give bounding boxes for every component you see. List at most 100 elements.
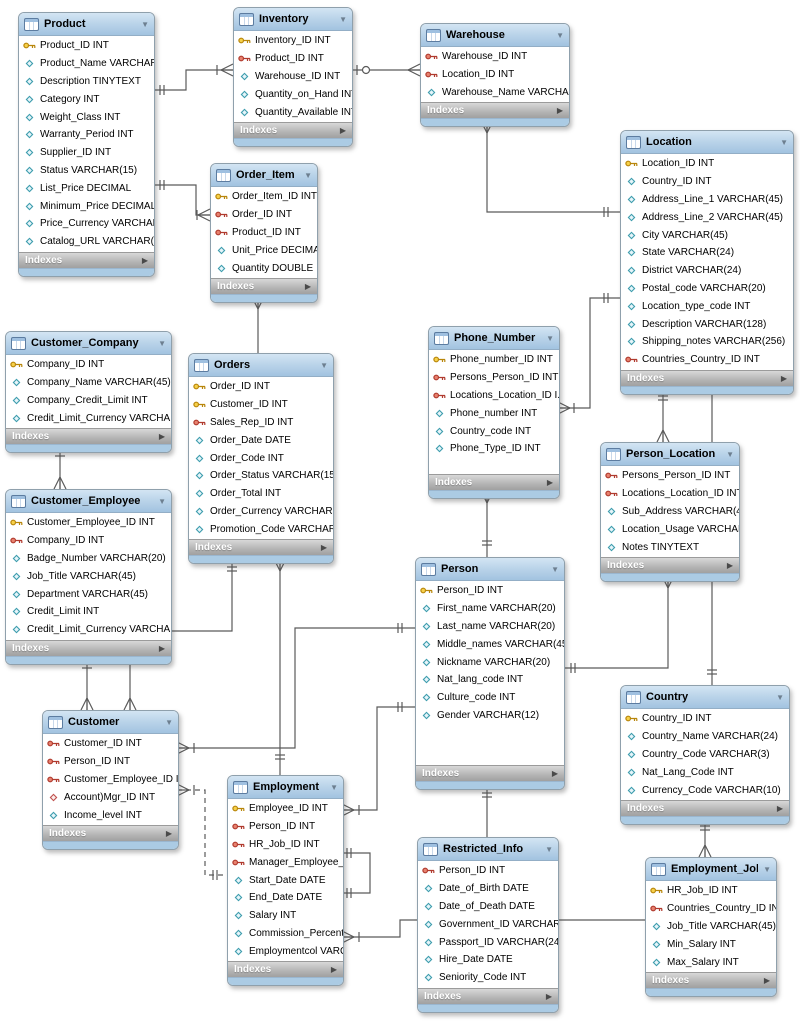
field-row[interactable]: List_Price DECIMAL [19, 179, 154, 197]
field-row[interactable]: Order_Total INT [189, 485, 333, 503]
field-row[interactable]: Sub_Address VARCHAR(45) [601, 503, 739, 521]
field-row[interactable]: Product_Name VARCHAR(45) [19, 55, 154, 73]
field-row[interactable]: Credit_Limit_Currency VARCHAR(5) [6, 409, 171, 427]
field-row[interactable]: Person_ID INT [418, 862, 558, 880]
field-row[interactable]: Order_Status VARCHAR(15) [189, 467, 333, 485]
field-row[interactable]: Minimum_Price DECIMAL [19, 197, 154, 215]
field-row[interactable]: Persons_Person_ID INT [429, 369, 559, 387]
table-employment_jobs[interactable]: Employment_Jobs▼HR_Job_ID INTCountries_C… [645, 857, 777, 997]
field-row[interactable]: Price_Currency VARCHAR(5) [19, 215, 154, 233]
field-row[interactable]: Passport_ID VARCHAR(24) [418, 933, 558, 951]
indexes-section[interactable]: Indexes▶ [646, 971, 776, 988]
field-row[interactable]: Location_type_code INT [621, 297, 793, 315]
collapse-arrow-icon[interactable]: ▼ [141, 19, 149, 29]
field-row[interactable]: Company_Name VARCHAR(45) [6, 374, 171, 392]
expand-icon[interactable]: ▶ [339, 125, 346, 135]
field-row[interactable]: Quantity_Available INT [234, 103, 352, 121]
expand-icon[interactable]: ▶ [763, 975, 770, 985]
field-row[interactable]: Persons_Person_ID INT [601, 467, 739, 485]
field-row[interactable]: Employee_ID INT [228, 800, 343, 818]
field-row[interactable]: Person_ID INT [228, 818, 343, 836]
collapse-arrow-icon[interactable]: ▼ [330, 782, 338, 792]
indexes-section[interactable]: Indexes▶ [189, 539, 333, 556]
field-row[interactable]: Location_Usage VARCHAR(4... [601, 520, 739, 538]
field-row[interactable]: Location_ID INT [621, 155, 793, 173]
relationship-line[interactable] [153, 184, 210, 216]
field-row[interactable]: Product_ID INT [234, 50, 352, 68]
collapse-arrow-icon[interactable]: ▼ [780, 137, 788, 147]
field-row[interactable]: Quantity_on_Hand INT [234, 85, 352, 103]
table-header[interactable]: Employment_Jobs▼ [646, 858, 776, 881]
collapse-arrow-icon[interactable]: ▼ [545, 844, 553, 854]
expand-icon[interactable]: ▶ [545, 991, 552, 1001]
table-header[interactable]: Location▼ [621, 131, 793, 154]
field-row[interactable]: Quantity DOUBLE [211, 259, 317, 277]
field-row[interactable]: Hire_Date DATE [418, 951, 558, 969]
field-row[interactable]: Supplier_ID INT [19, 144, 154, 162]
indexes-section[interactable]: Indexes▶ [429, 473, 559, 490]
field-row[interactable]: Manager_Employee_I... [228, 853, 343, 871]
field-row[interactable]: Customer_ID INT [43, 735, 178, 753]
field-row[interactable]: Customer_ID INT [189, 396, 333, 414]
expand-icon[interactable]: ▶ [556, 106, 563, 116]
table-header[interactable]: Person▼ [416, 558, 564, 581]
relationship-line[interactable] [563, 576, 669, 669]
field-row[interactable]: Order_Currency VARCHAR(5) [189, 503, 333, 521]
table-header[interactable]: Customer_Employee▼ [6, 490, 171, 513]
field-row[interactable]: Date_of_Birth DATE [418, 880, 558, 898]
field-row[interactable]: Address_Line_1 VARCHAR(45) [621, 191, 793, 209]
field-row[interactable]: Person_ID INT [416, 582, 564, 600]
field-row[interactable]: Warehouse_ID INT [234, 68, 352, 86]
field-row[interactable]: Country_Name VARCHAR(24) [621, 728, 789, 746]
indexes-section[interactable]: Indexes▶ [19, 251, 154, 268]
indexes-section[interactable]: Indexes▶ [234, 121, 352, 138]
table-header[interactable]: Phone_Number▼ [429, 327, 559, 350]
indexes-section[interactable]: Indexes▶ [228, 961, 343, 978]
field-row[interactable]: Badge_Number VARCHAR(20) [6, 550, 171, 568]
table-customer_employee[interactable]: Customer_Employee▼Customer_Employee_ID I… [5, 489, 172, 665]
field-row[interactable]: Last_name VARCHAR(20) [416, 618, 564, 636]
field-row[interactable]: Country_Code VARCHAR(3) [621, 746, 789, 764]
field-row[interactable]: Credit_Limit_Currency VARCHAR(5) [6, 621, 171, 639]
field-row[interactable]: State VARCHAR(24) [621, 244, 793, 262]
table-header[interactable]: Country▼ [621, 686, 789, 709]
collapse-arrow-icon[interactable]: ▼ [339, 14, 347, 24]
field-row[interactable]: Date_of_Death DATE [418, 898, 558, 916]
field-row[interactable]: Product_ID INT [19, 37, 154, 55]
field-row[interactable]: City VARCHAR(45) [621, 226, 793, 244]
relationship-line[interactable] [153, 69, 233, 91]
field-row[interactable]: Country_code INT [429, 422, 559, 440]
field-row[interactable]: Shipping_notes VARCHAR(256) [621, 333, 793, 351]
field-row[interactable]: Warehouse_Name VARCHAR(45) [421, 84, 569, 102]
field-row[interactable]: Gender VARCHAR(12) [416, 707, 564, 725]
field-row[interactable]: Locations_Location_ID INT [601, 485, 739, 503]
collapse-arrow-icon[interactable]: ▼ [763, 864, 771, 874]
field-row[interactable]: End_Date DATE [228, 889, 343, 907]
field-row[interactable]: Credit_Limit INT [6, 603, 171, 621]
field-row[interactable]: Order_ID INT [211, 206, 317, 224]
table-header[interactable]: Restricted_Info▼ [418, 838, 558, 861]
field-row[interactable]: Nat_lang_code INT [416, 671, 564, 689]
field-row[interactable]: Customer_Employee_ID INT [43, 771, 178, 789]
field-row[interactable]: Warehouse_ID INT [421, 48, 569, 66]
relationship-line[interactable] [342, 706, 415, 811]
indexes-section[interactable]: Indexes▶ [601, 556, 739, 573]
field-row[interactable]: Max_Salary INT [646, 953, 776, 971]
expand-icon[interactable]: ▶ [551, 769, 558, 779]
expand-icon[interactable]: ▶ [546, 477, 553, 487]
collapse-arrow-icon[interactable]: ▼ [320, 360, 328, 370]
field-row[interactable]: Sales_Rep_ID INT [189, 414, 333, 432]
field-row[interactable]: Weight_Class INT [19, 108, 154, 126]
table-header[interactable]: Customer_Company▼ [6, 332, 171, 355]
collapse-arrow-icon[interactable]: ▼ [304, 170, 312, 180]
field-row[interactable]: Commission_Percent D... [228, 925, 343, 943]
